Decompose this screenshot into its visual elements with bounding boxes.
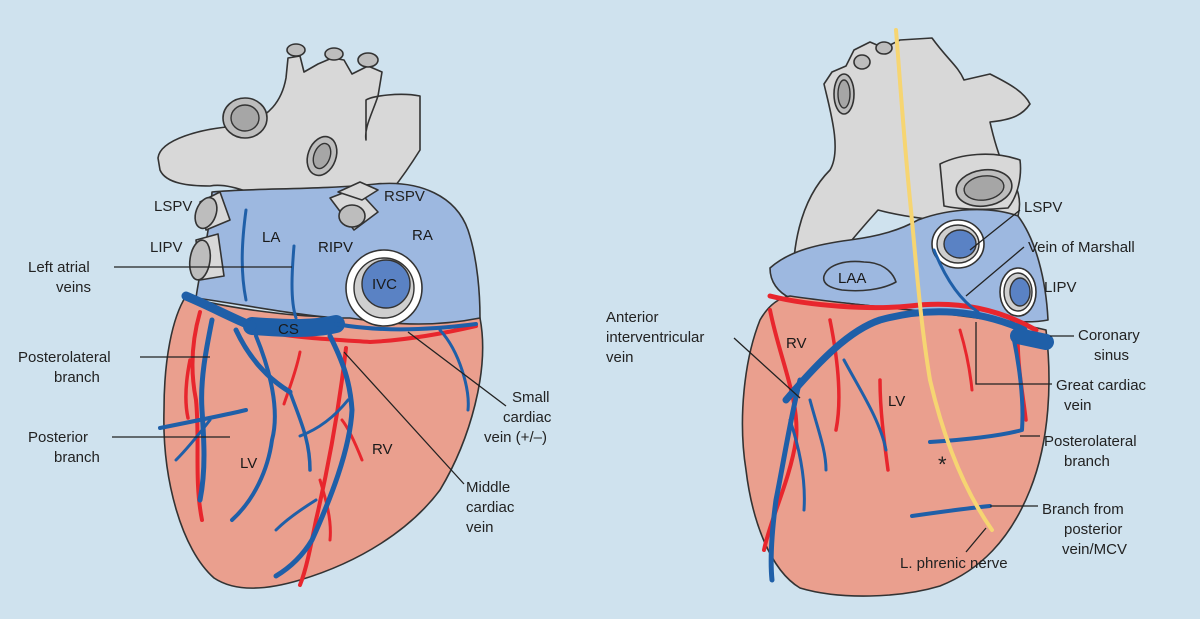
callout-aiv-line3: vein [606, 349, 634, 366]
label-la: LA [262, 229, 280, 246]
callout-branch-posterior-line3: vein/MCV [1062, 541, 1127, 558]
label-lspv-posterior: LSPV [154, 198, 192, 215]
callout-posterolateral-branch-lateral-line1: Posterolateral [1044, 433, 1137, 450]
left-atrial-appendage [822, 260, 897, 292]
callout-branch-posterior-line1: Branch from [1042, 501, 1124, 518]
callout-posterolateral-branch-lateral-line2: branch [1064, 453, 1110, 470]
label-ivc: IVC [372, 276, 397, 293]
cardiac-veins-posterior [158, 208, 478, 579]
label-lspv-lateral: LSPV [1024, 199, 1062, 216]
coronary-arteries-posterior [184, 310, 478, 587]
callout-posterior-branch: Posterior branch [28, 429, 230, 466]
phrenic-nerve [894, 28, 994, 532]
callout-posterolateral-branch-posterior: Posterolateral branch [18, 349, 210, 386]
callout-posterolateral-branch-line1: Posterolateral [18, 349, 111, 366]
callout-branch-posterior-line2: posterior [1064, 521, 1122, 538]
label-asterisk: * [938, 452, 947, 477]
pulmonary-vein-stubs-posterior [188, 181, 379, 281]
label-rspv: RSPV [384, 188, 425, 205]
lateral-view: LAA RV LV * LSPV LIPV Vein of Marshall A… [606, 28, 1147, 597]
callout-middle-cardiac-vein-line2: cardiac [466, 499, 515, 516]
label-laa: LAA [838, 270, 866, 287]
label-lipv-lateral: LIPV [1044, 279, 1077, 296]
callout-middle-cardiac-vein-line1: Middle [466, 479, 510, 496]
label-lv-posterior: LV [240, 455, 257, 472]
callout-anterior-interventricular-vein: Anterior interventricular vein [606, 309, 801, 399]
great-vessels-lateral [792, 37, 1031, 301]
label-ripv: RIPV [318, 239, 353, 256]
callout-vein-of-marshall-text: Vein of Marshall [1028, 239, 1135, 256]
callout-posterior-branch-line1: Posterior [28, 429, 88, 446]
callout-small-cardiac-vein: Small cardiac vein (+/–) [407, 331, 552, 446]
lateral-anatomy-labels: LAA RV LV * LSPV LIPV [786, 199, 1077, 477]
callout-posterior-branch-line2: branch [54, 449, 100, 466]
callout-left-atrial-veins: Left atrial veins [28, 259, 292, 296]
callout-vein-of-marshall: Vein of Marshall [965, 239, 1135, 297]
cardiac-veins-lateral [768, 248, 1054, 583]
callout-aiv-line1: Anterior [606, 309, 659, 326]
callout-phrenic-nerve: L. phrenic nerve [900, 527, 1008, 572]
callout-small-cardiac-vein-line2: cardiac [503, 409, 552, 426]
callout-coronary-sinus-line1: Coronary [1078, 327, 1140, 344]
pulmonary-veins-lateral [931, 219, 1037, 317]
callout-middle-cardiac-vein-line3: vein [466, 519, 494, 536]
label-lipv-posterior: LIPV [150, 239, 183, 256]
posterior-anatomy-labels: LSPV LIPV LA RIPV RSPV RA IVC CS LV RV [150, 188, 433, 472]
callout-middle-cardiac-vein: Middle cardiac vein [343, 351, 515, 536]
ivc-vessel [345, 249, 423, 327]
callout-branch-from-posterior-vein: Branch from posterior vein/MCV [990, 501, 1127, 558]
label-cs: CS [278, 321, 299, 338]
callout-aiv-line2: interventricular [606, 329, 704, 346]
label-rv-lateral: RV [786, 335, 807, 352]
callout-great-cardiac-vein-line1: Great cardiac [1056, 377, 1147, 394]
label-rv-posterior: RV [372, 441, 393, 458]
great-vessels [157, 43, 421, 193]
callout-coronary-sinus: Coronary sinus [1050, 327, 1140, 364]
callout-great-cardiac-vein-line2: vein [1064, 397, 1092, 414]
callout-posterolateral-branch-lateral: Posterolateral branch [1020, 433, 1137, 470]
callout-left-atrial-veins-line2: veins [56, 279, 91, 296]
callout-small-cardiac-vein-line1: Small [512, 389, 550, 406]
callout-left-atrial-veins-line1: Left atrial [28, 259, 90, 276]
callout-small-cardiac-vein-line3: vein (+/–) [484, 429, 547, 446]
callout-posterolateral-branch-line2: branch [54, 369, 100, 386]
posterior-view: LSPV LIPV LA RIPV RSPV RA IVC CS LV RV L… [18, 43, 552, 589]
callout-great-cardiac-vein: Great cardiac vein [975, 322, 1147, 414]
label-lv-lateral: LV [888, 393, 905, 410]
callout-coronary-sinus-line2: sinus [1094, 347, 1129, 364]
label-ra: RA [412, 227, 433, 244]
callout-phrenic-nerve-text: L. phrenic nerve [900, 555, 1008, 572]
